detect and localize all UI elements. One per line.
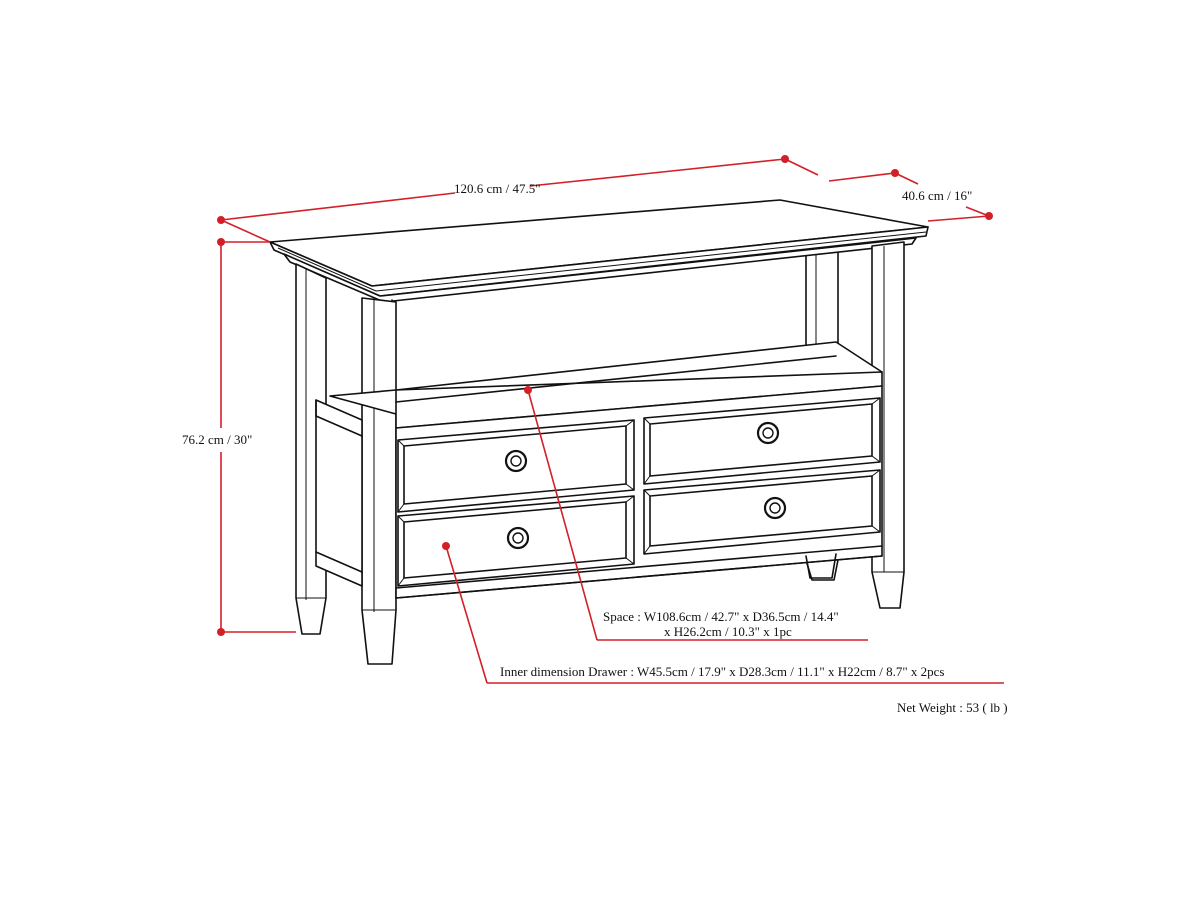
drawer-top-left [397,419,635,513]
drawer-top-right [643,397,881,485]
width-dimension-label: 120.6 cm / 47.5" [454,181,541,196]
tabletop [269,199,929,303]
space-callout-leader [524,386,868,641]
depth-dimension-line [784,158,993,222]
height-dimension-line [217,238,296,636]
console-table-drawing [269,199,929,665]
open-shelf [329,341,883,435]
left-side-panel [315,399,363,587]
drawer-callout-label: Inner dimension Drawer : W45.5cm / 17.9"… [500,664,945,679]
net-weight-label: Net Weight : 53 ( lb ) [897,700,1008,715]
front-left-leg [361,297,397,665]
width-dimension-line [217,155,789,243]
drawer-callout-leader [442,542,1004,684]
height-dimension-label: 76.2 cm / 30" [182,432,253,447]
space-callout-line2: x H26.2cm / 10.3" x 1pc [664,624,792,639]
dimension-lines [217,155,1004,684]
space-callout-line1: Space : W108.6cm / 42.7" x D36.5cm / 14.… [603,609,839,624]
drawer-bottom-left [397,495,635,587]
depth-dimension-label: 40.6 cm / 16" [902,188,973,203]
drawer-bottom-right [643,469,881,555]
